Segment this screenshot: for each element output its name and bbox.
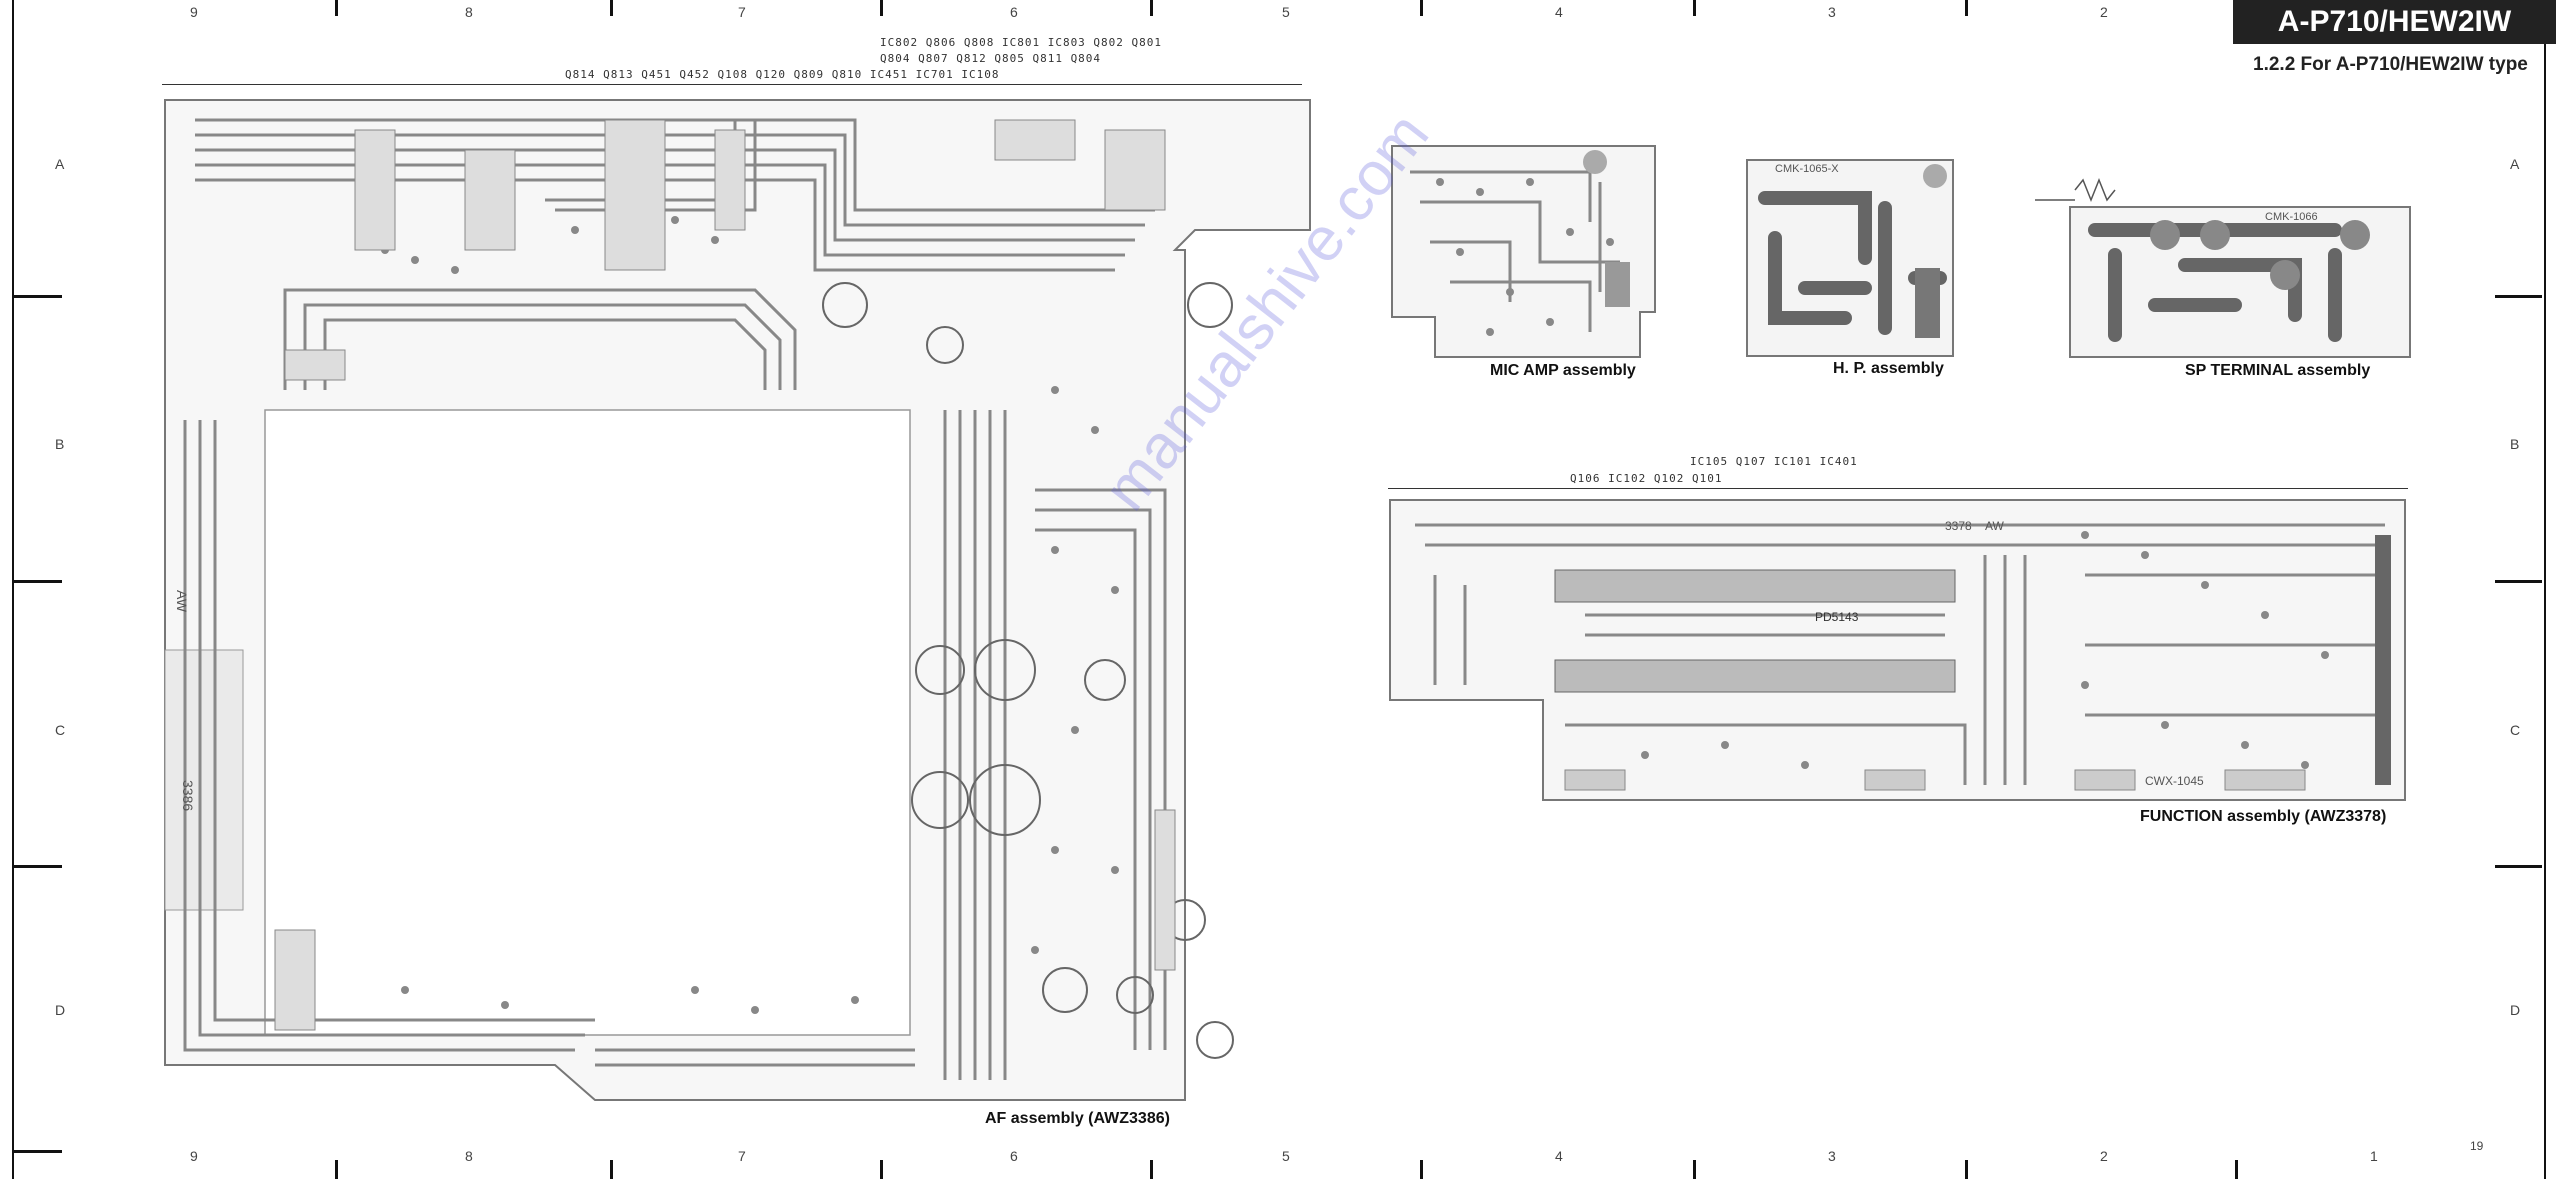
sp-terminal-caption: SP TERMINAL assembly <box>2185 362 2371 379</box>
af-board-label: 3386 <box>180 780 196 811</box>
grid-col-label: 5 <box>1282 4 1290 20</box>
af-ref-line <box>162 84 1302 85</box>
af-ref-row: IC802 Q806 Q808 IC801 IC803 Q802 Q801 <box>880 36 1163 49</box>
grid-col-label: 6 <box>1010 4 1018 20</box>
hp-board: CMK-1065-X <box>1746 159 1954 357</box>
sp-board-label: CMK-1066 <box>2265 211 2318 223</box>
function-assembly-board: 3378 AW PD5143 CWX-1045 <box>1389 499 2406 801</box>
grid-row-label: A <box>2510 156 2520 172</box>
af-ref-row: Q804 Q807 Q812 Q805 Q811 Q804 <box>880 52 1102 65</box>
function-chip-label: PD5143 <box>1815 610 1859 624</box>
grid-col-label: 7 <box>738 4 746 20</box>
function-ref-row: Q106 IC102 Q102 Q101 <box>1570 472 1723 485</box>
function-board-label-2: AW <box>1985 519 2005 533</box>
grid-row-label: B <box>2510 436 2520 452</box>
grid-col-label: 2 <box>2100 4 2108 20</box>
grid-col-label: 4 <box>1555 4 1563 20</box>
grid-col-label: 9 <box>190 4 198 20</box>
grid-col-label: 5 <box>1282 1148 1290 1164</box>
grid-row-label: C <box>55 722 66 738</box>
grid-col-label: 8 <box>465 4 473 20</box>
grid-col-label: 6 <box>1010 1148 1018 1164</box>
grid-col-label: 2 <box>2100 1148 2108 1164</box>
grid-row-label: D <box>55 1002 66 1018</box>
section-subtitle: 1.2.2 For A-P710/HEW2IW type <box>2253 54 2528 75</box>
function-assembly-caption: FUNCTION assembly (AWZ3378) <box>2140 808 2387 825</box>
function-board-label-3: CWX-1045 <box>2145 774 2204 788</box>
page-number: 19 <box>2470 1139 2484 1153</box>
mic-amp-board <box>1391 145 1656 358</box>
af-assembly-board: 3386 AW <box>164 99 1311 1101</box>
mic-amp-caption: MIC AMP assembly <box>1490 362 1636 379</box>
hp-caption: H. P. assembly <box>1833 360 1944 377</box>
af-board-label-2: AW <box>174 590 190 613</box>
af-assembly-caption: AF assembly (AWZ3386) <box>985 1110 1170 1127</box>
function-ref-line <box>1388 488 2408 489</box>
grid-col-label: 3 <box>1828 4 1836 20</box>
page-frame <box>12 0 2546 1179</box>
page-title: A-P710/HEW2IW <box>2233 0 2556 44</box>
grid-col-label: 3 <box>1828 1148 1836 1164</box>
grid-row-label: B <box>55 436 65 452</box>
function-board-label: 3378 <box>1945 519 1972 533</box>
hp-board-label: CMK-1065-X <box>1775 163 1839 175</box>
grid-col-label: 9 <box>190 1148 198 1164</box>
grid-row-label: A <box>55 156 65 172</box>
function-ref-row: IC105 Q107 IC101 IC401 <box>1690 455 1858 468</box>
grid-col-label: 1 <box>2370 1148 2378 1164</box>
grid-col-label: 8 <box>465 1148 473 1164</box>
grid-row-label: C <box>2510 722 2521 738</box>
grid-row-label: D <box>2510 1002 2521 1018</box>
grid-col-label: 7 <box>738 1148 746 1164</box>
af-ref-row: Q814 Q813 Q451 Q452 Q108 Q120 Q809 Q810 … <box>565 68 1000 81</box>
grid-col-label: 4 <box>1555 1148 1563 1164</box>
sp-terminal-board: CMK-1066 <box>2035 177 2411 358</box>
